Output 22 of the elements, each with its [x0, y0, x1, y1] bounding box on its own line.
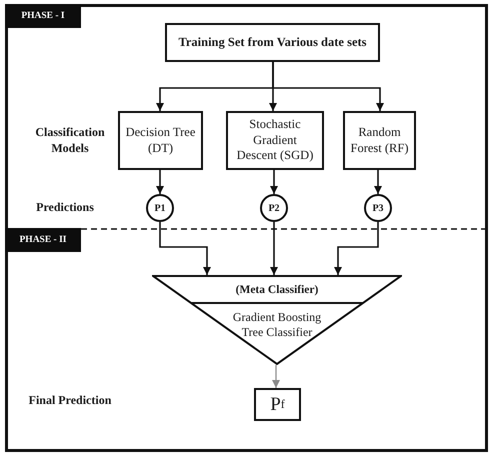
arrow [270, 222, 278, 275]
arrow [270, 170, 278, 194]
process-box: Decision Tree (DT) [118, 111, 203, 170]
process-box: Stochastic Gradient Descent (SGD) [226, 111, 324, 170]
arrow [374, 170, 382, 194]
row-label: Final Prediction [28, 393, 112, 409]
arrow [272, 62, 384, 111]
process-box: Random Forest (RF) [343, 111, 416, 170]
process-box: Training Set from Various date sets [165, 23, 380, 62]
row-label: Predictions [35, 200, 95, 216]
prediction-circle: P3 [364, 194, 392, 222]
arrow [272, 365, 280, 388]
phase-tab: PHASE - II [5, 228, 81, 252]
phase-tab: PHASE - I [5, 4, 81, 28]
prediction-circle: P2 [260, 194, 288, 222]
meta-classifier-heading: (Meta Classifier) [234, 283, 320, 298]
arrow [159, 222, 211, 275]
arrow [156, 170, 164, 194]
arrow [334, 222, 379, 275]
prediction-circle: P1 [146, 194, 174, 222]
classifier-text: Gradient Boosting Tree Classifier [232, 310, 322, 340]
row-label: Classification Models [34, 125, 106, 156]
